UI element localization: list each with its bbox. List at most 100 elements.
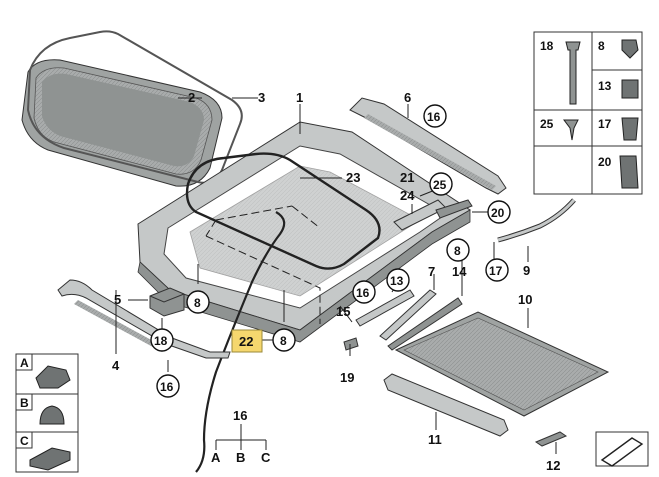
svg-text:22: 22 <box>239 334 253 349</box>
svg-text:1: 1 <box>296 90 303 105</box>
clip-17-icon <box>621 117 639 141</box>
hardware-table: 18 8 13 25 17 20 <box>533 31 643 195</box>
left-rail-illustration <box>57 279 231 359</box>
variant-legend: A B C <box>15 353 79 473</box>
svg-text:B: B <box>236 450 245 465</box>
svg-text:24: 24 <box>400 188 415 203</box>
svg-text:19: 19 <box>340 370 354 385</box>
callout-13: 13 <box>386 268 410 292</box>
svg-text:2: 2 <box>188 90 195 105</box>
svg-text:10: 10 <box>518 292 532 307</box>
guide-rail-14-illustration <box>387 297 463 351</box>
callout-16-left: 16 <box>156 374 180 398</box>
svg-text:17: 17 <box>598 117 612 131</box>
kit-16-tree: 16 A B C <box>211 408 271 465</box>
callout-23: 23 <box>346 170 360 185</box>
nut-13-icon <box>621 79 639 99</box>
svg-text:16: 16 <box>356 286 370 300</box>
svg-text:13: 13 <box>598 79 612 93</box>
direction-arrow-icon <box>595 431 649 467</box>
drain-hose-illustration <box>195 211 286 473</box>
drive-motor-illustration <box>149 287 185 317</box>
svg-text:20: 20 <box>598 155 612 169</box>
guide-rail-15-illustration <box>355 289 415 327</box>
callout-4: 4 <box>112 358 120 373</box>
clip-19-illustration <box>343 337 359 351</box>
rivet-25-icon <box>563 119 579 141</box>
frame-gasket-illustration <box>185 152 381 270</box>
callout-8-right: 8 <box>446 238 470 262</box>
callout-20: 20 <box>487 200 511 224</box>
callout-25: 25 <box>429 172 453 196</box>
bracket-21-illustration <box>435 199 473 219</box>
svg-text:A: A <box>211 450 221 465</box>
sunshade-illustration <box>394 311 610 417</box>
part-12-illustration <box>534 431 568 447</box>
svg-text:7: 7 <box>428 264 435 279</box>
assembly-dashed-outline <box>205 205 321 324</box>
svg-text:15: 15 <box>336 304 350 319</box>
callout-14: 14 <box>452 264 467 279</box>
bolt-18-icon <box>565 41 581 105</box>
callout-22: 22 <box>231 329 263 353</box>
callout-2: 2 <box>188 90 195 105</box>
svg-text:A: A <box>20 356 29 370</box>
svg-text:13: 13 <box>390 274 404 288</box>
svg-text:16: 16 <box>233 408 247 423</box>
callout-16-mid: 16 <box>352 280 376 304</box>
svg-text:17: 17 <box>489 264 503 278</box>
callout-5: 5 <box>114 292 121 307</box>
left-rail-hatch <box>74 300 166 352</box>
svg-text:5: 5 <box>114 292 121 307</box>
callout-21: 21 <box>400 170 414 185</box>
svg-text:6: 6 <box>404 90 411 105</box>
svg-text:18: 18 <box>540 39 554 53</box>
svg-text:25: 25 <box>540 117 554 131</box>
rear-rail-11-illustration <box>383 373 509 437</box>
seal-ring-illustration <box>26 30 243 184</box>
grommet-c-icon <box>29 447 71 471</box>
callout-12: 12 <box>546 458 560 473</box>
svg-text:14: 14 <box>452 264 467 279</box>
callout-11: 11 <box>428 432 442 447</box>
main-frame-illustration <box>137 121 471 343</box>
svg-text:8: 8 <box>280 334 287 348</box>
grommet-a-icon <box>35 365 71 389</box>
wind-deflector-illustration <box>349 97 507 195</box>
svg-text:B: B <box>20 396 29 410</box>
callout-19: 19 <box>340 370 354 385</box>
svg-text:16: 16 <box>160 380 174 394</box>
callout-10: 10 <box>518 292 532 307</box>
svg-text:4: 4 <box>112 358 120 373</box>
svg-text:8: 8 <box>454 244 461 258</box>
svg-text:12: 12 <box>546 458 560 473</box>
callout-6: 6 <box>404 90 411 105</box>
svg-text:C: C <box>20 434 29 448</box>
callout-3: 3 <box>258 90 265 105</box>
svg-text:11: 11 <box>428 432 442 447</box>
callout-17: 17 <box>485 258 509 282</box>
callout-24: 24 <box>400 188 415 203</box>
callout-9: 9 <box>523 263 530 278</box>
svg-text:18: 18 <box>154 334 168 348</box>
svg-text:9: 9 <box>523 263 530 278</box>
callout-8-bottom: 8 <box>272 328 296 352</box>
callout-7: 7 <box>428 264 435 279</box>
svg-text:20: 20 <box>491 206 505 220</box>
svg-text:25: 25 <box>433 178 447 192</box>
clip-20-icon <box>619 155 639 189</box>
grommet-b-icon <box>39 405 65 425</box>
svg-text:C: C <box>261 450 271 465</box>
svg-text:23: 23 <box>346 170 360 185</box>
glass-panel-illustration <box>21 59 223 187</box>
nut-8-icon <box>621 39 639 59</box>
svg-text:21: 21 <box>400 170 414 185</box>
callout-16-top: 16 <box>423 104 447 128</box>
svg-text:16: 16 <box>427 110 441 124</box>
cable-9-inner <box>497 199 576 242</box>
svg-text:8: 8 <box>194 296 201 310</box>
cable-9-illustration <box>497 198 576 243</box>
svg-text:3: 3 <box>258 90 265 105</box>
callout-15: 15 <box>336 304 350 319</box>
